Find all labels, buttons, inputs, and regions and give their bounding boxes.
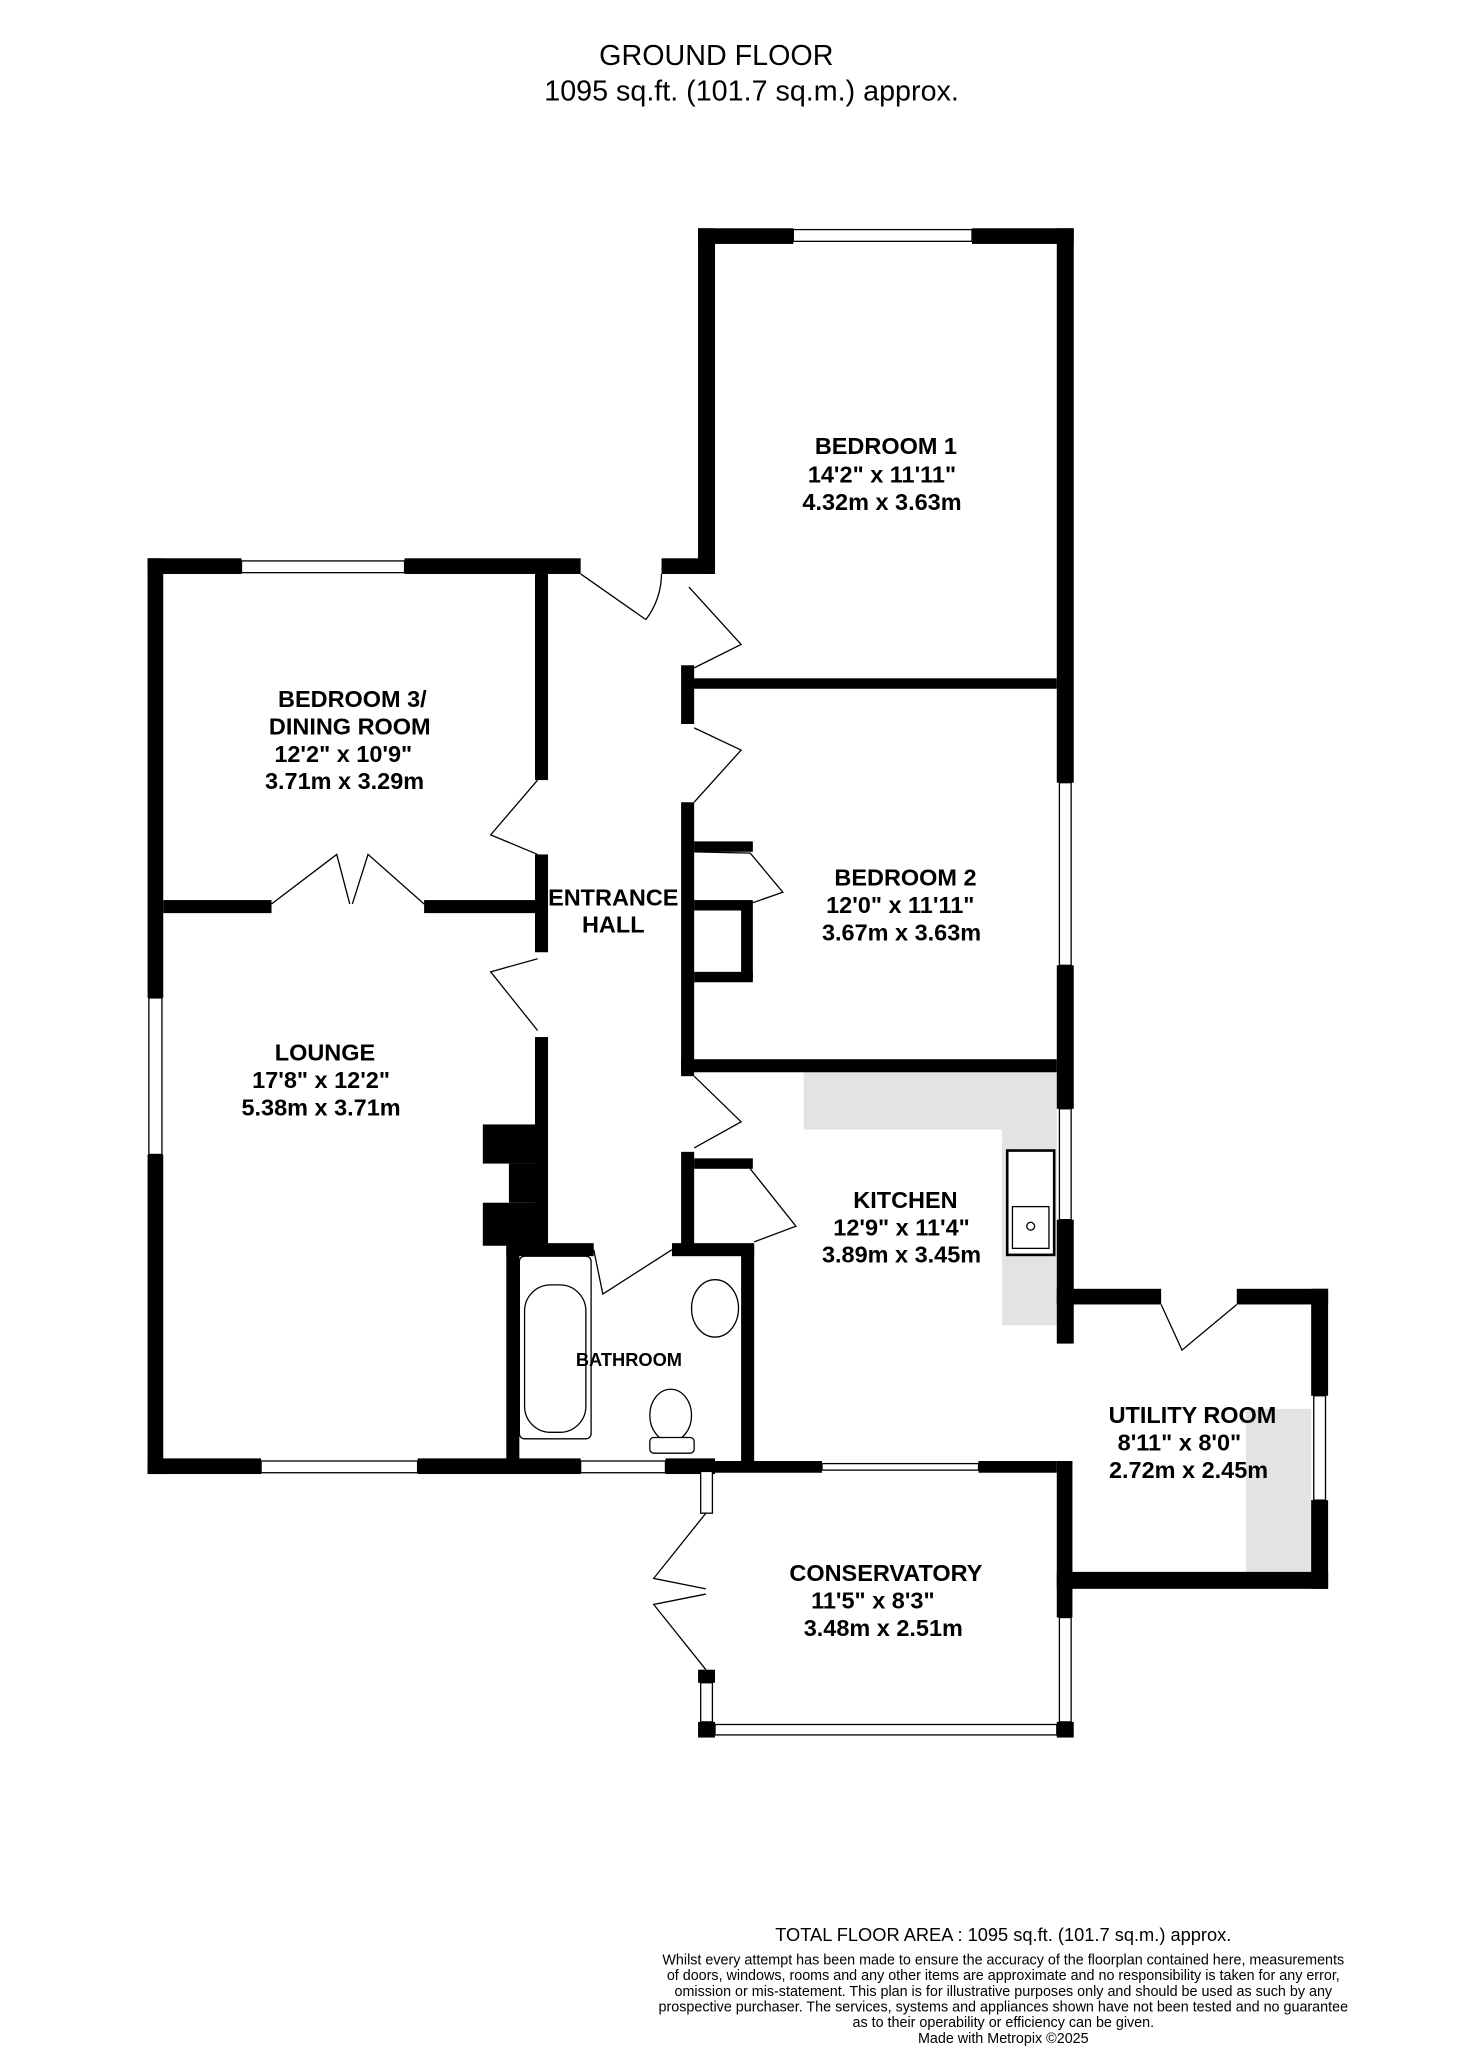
svg-text:BEDROOM 2: BEDROOM 2 <box>834 865 976 891</box>
doors <box>271 573 1238 1671</box>
room-bathroom: BATHROOM <box>576 1349 682 1370</box>
room-bedroom-1: BEDROOM 1 14'2" x 11'11" 4.32m x 3.63m <box>802 433 961 515</box>
svg-text:3.89m x 3.45m: 3.89m x 3.45m <box>822 1242 981 1268</box>
svg-text:TOTAL FLOOR AREA : 1095 sq.ft.: TOTAL FLOOR AREA : 1095 sq.ft. (101.7 sq… <box>775 1924 1231 1945</box>
svg-text:17'8" x 12'2": 17'8" x 12'2" <box>252 1067 390 1093</box>
toilet-icon <box>649 1388 693 1443</box>
svg-text:BEDROOM 3/: BEDROOM 3/ <box>278 686 427 712</box>
svg-text:11'5" x 8'3": 11'5" x 8'3" <box>811 1587 934 1613</box>
svg-text:CONSERVATORY: CONSERVATORY <box>789 1560 982 1586</box>
svg-text:8'11" x 8'0": 8'11" x 8'0" <box>1118 1430 1241 1456</box>
room-bedroom-2: BEDROOM 2 12'0" x 11'11" 3.67m x 3.63m <box>822 865 981 946</box>
bath-icon <box>518 1255 592 1440</box>
svg-text:as to their operability or eff: as to their operability or efficiency ca… <box>853 2015 1155 2031</box>
svg-text:3.48m x 2.51m: 3.48m x 2.51m <box>804 1615 963 1641</box>
basin-icon <box>690 1279 740 1338</box>
svg-text:DINING ROOM: DINING ROOM <box>269 713 431 739</box>
footer: TOTAL FLOOR AREA : 1095 sq.ft. (101.7 sq… <box>659 1924 1349 2047</box>
svg-text:3.71m x 3.29m: 3.71m x 3.29m <box>265 768 424 794</box>
room-lounge: LOUNGE 17'8" x 12'2" 5.38m x 3.71m <box>241 1040 400 1121</box>
svg-text:Whilst every attempt has been: Whilst every attempt has been made to en… <box>662 1953 1344 1969</box>
svg-text:omission or mis-statement. Thi: omission or mis-statement. This plan is … <box>675 1984 1333 2000</box>
svg-text:of doors, windows, rooms and a: of doors, windows, rooms and any other i… <box>667 1968 1340 1984</box>
appliances <box>518 1149 1056 1454</box>
sink-icon <box>1005 1149 1056 1257</box>
svg-text:BEDROOM 1: BEDROOM 1 <box>815 433 957 459</box>
room-bedroom-3: BEDROOM 3/ DINING ROOM 12'2" x 10'9" 3.7… <box>265 686 431 794</box>
floor-area: 1095 sq.ft. (101.7 sq.m.) approx. <box>544 75 959 107</box>
svg-text:5.38m x 3.71m: 5.38m x 3.71m <box>241 1094 400 1120</box>
room-utility: UTILITY ROOM 8'11" x 8'0" 2.72m x 2.45m <box>1109 1402 1277 1483</box>
svg-text:HALL: HALL <box>582 912 645 938</box>
svg-text:KITCHEN: KITCHEN <box>853 1187 957 1213</box>
svg-text:LOUNGE: LOUNGE <box>275 1040 375 1066</box>
svg-text:ENTRANCE: ENTRANCE <box>548 884 678 910</box>
svg-text:BATHROOM: BATHROOM <box>576 1349 682 1370</box>
room-kitchen: KITCHEN 12'9" x 11'4" 3.89m x 3.45m <box>822 1187 981 1268</box>
walls <box>147 228 1329 1738</box>
svg-text:12'9" x 11'4": 12'9" x 11'4" <box>833 1214 970 1240</box>
room-conservatory: CONSERVATORY 11'5" x 8'3" 3.48m x 2.51m <box>789 1560 982 1641</box>
floor-title: GROUND FLOOR <box>599 40 833 72</box>
svg-text:UTILITY ROOM: UTILITY ROOM <box>1109 1402 1277 1428</box>
svg-text:3.67m x 3.63m: 3.67m x 3.63m <box>822 920 981 946</box>
svg-text:12'2" x 10'9": 12'2" x 10'9" <box>274 741 412 767</box>
svg-text:12'0" x 11'11": 12'0" x 11'11" <box>826 892 974 918</box>
svg-text:prospective purchaser. The ser: prospective purchaser. The services, sys… <box>659 1999 1349 2015</box>
svg-text:Made with Metropix ©2025: Made with Metropix ©2025 <box>918 2031 1089 2047</box>
svg-text:14'2" x 11'11": 14'2" x 11'11" <box>808 462 956 488</box>
room-entrance-hall: ENTRANCE HALL <box>548 884 678 937</box>
svg-text:4.32m x 3.63m: 4.32m x 3.63m <box>802 489 961 515</box>
svg-text:2.72m x 2.45m: 2.72m x 2.45m <box>1109 1457 1268 1483</box>
